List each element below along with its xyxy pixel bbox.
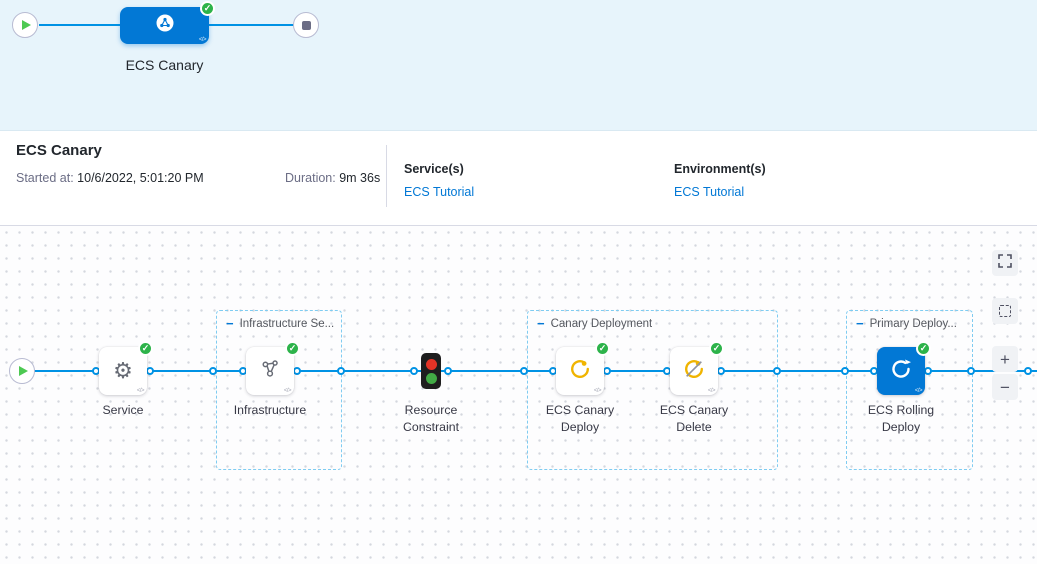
step-node-ecs-canary-deploy[interactable]: ✓ </> (556, 341, 610, 395)
code-icon: </> (283, 388, 292, 394)
zoom-in-button[interactable]: + (992, 346, 1018, 372)
started-at-value: 10/6/2022, 5:01:20 PM (77, 171, 204, 185)
step-node-ecs-canary-delete[interactable]: ✓ </> (670, 341, 724, 395)
pipeline-start-node[interactable] (12, 12, 38, 38)
canary-icon (569, 358, 591, 385)
collapse-icon[interactable]: − (226, 318, 234, 330)
collapse-icon[interactable]: − (537, 318, 545, 330)
step-node-ecs-rolling-deploy[interactable]: ✓ </> (877, 341, 931, 395)
connector-port (444, 367, 452, 375)
code-icon: </> (707, 388, 716, 394)
step-label: ECS Canary Deploy (545, 403, 615, 434)
environments-link[interactable]: ECS Tutorial (674, 185, 745, 199)
check-icon: ✓ (138, 341, 153, 356)
connector-port (410, 367, 418, 375)
group-infrastructure: − Infrastructure Se... (216, 310, 342, 470)
connector-port (293, 367, 301, 375)
connector-port (520, 367, 528, 375)
duration-label: Duration: (285, 171, 336, 185)
group-title-row: − Canary Deployment (537, 318, 652, 330)
duration-value: 9m 36s (339, 171, 381, 185)
play-icon (22, 20, 31, 30)
stage-node-ecs-canary[interactable]: ✓ </> (120, 1, 215, 44)
started-at-label: Started at: (16, 171, 74, 185)
connector-port (717, 367, 725, 375)
step-node-resource-constraint[interactable] (421, 353, 441, 389)
canary-delete-icon (683, 358, 705, 385)
step-label: Resource Constraint (402, 403, 460, 434)
code-icon: </> (914, 388, 923, 394)
group-primary-deployment: − Primary Deploy... (846, 310, 973, 470)
step-node-infrastructure[interactable]: ✓ </> (246, 341, 300, 395)
flow-line (34, 370, 1037, 372)
code-icon: </> (593, 388, 602, 394)
check-icon: ✓ (709, 341, 724, 356)
stage-minimap: ✓ </> ECS Canary (0, 0, 1037, 131)
execution-summary-bar: ECS Canary Started at: 10/6/2022, 5:01:2… (0, 131, 1037, 226)
services-link[interactable]: ECS Tutorial (404, 185, 475, 199)
check-icon: ✓ (595, 341, 610, 356)
infrastructure-icon (259, 358, 281, 385)
ecs-service-icon (155, 13, 175, 38)
group-canary-deployment: − Canary Deployment (527, 310, 778, 470)
check-icon: ✓ (916, 341, 931, 356)
zoom-in-icon: + (1000, 349, 1010, 369)
stage-label: ECS Canary (125, 57, 204, 73)
step-label: Infrastructure (233, 403, 307, 417)
duration: Duration: 9m 36s (285, 171, 380, 185)
minimap-connector-line (209, 24, 294, 26)
minimap-connector-line (39, 24, 120, 26)
divider (386, 145, 387, 207)
step-label: ECS Canary Delete (659, 403, 729, 434)
traffic-light-red-icon (425, 358, 437, 370)
connector-port (603, 367, 611, 375)
gear-icon: ⚙ (113, 358, 133, 383)
step-label: ECS Rolling Deploy (867, 403, 935, 434)
group-title: Canary Deployment (550, 318, 653, 330)
zoom-out-button[interactable]: − (992, 374, 1018, 400)
collapse-icon[interactable]: − (856, 318, 864, 330)
connector-port (841, 367, 849, 375)
traffic-light-green-icon (425, 372, 437, 384)
environments-block: Environment(s) ECS Tutorial (674, 160, 766, 199)
rolling-deploy-icon (889, 357, 913, 386)
selection-icon (999, 305, 1011, 317)
group-title-row: − Infrastructure Se... (226, 318, 334, 330)
connector-port (1024, 367, 1032, 375)
group-title: Primary Deploy... (869, 318, 957, 330)
pipeline-end-node[interactable] (293, 12, 319, 38)
check-icon: ✓ (285, 341, 300, 356)
started-at: Started at: 10/6/2022, 5:01:20 PM (16, 171, 204, 185)
selection-button[interactable] (992, 298, 1018, 324)
code-icon: </> (136, 388, 145, 394)
connector-port (924, 367, 932, 375)
zoom-out-icon: − (1000, 377, 1010, 397)
connector-port (209, 367, 217, 375)
services-label: Service(s) (404, 162, 464, 176)
check-icon: ✓ (200, 1, 215, 16)
fullscreen-icon (998, 253, 1012, 273)
pipeline-canvas[interactable]: − Infrastructure Se... − Canary Deployme… (0, 226, 1037, 564)
fullscreen-button[interactable] (992, 250, 1018, 276)
step-label: Service (102, 403, 144, 417)
group-title-row: − Primary Deploy... (856, 318, 957, 330)
connector-port (773, 367, 781, 375)
services-block: Service(s) ECS Tutorial (404, 160, 474, 199)
environments-label: Environment(s) (674, 162, 766, 176)
play-icon (19, 366, 28, 376)
step-node-service[interactable]: ⚙ ✓ </> (99, 341, 153, 395)
page-title: ECS Canary (16, 142, 102, 159)
connector-port (967, 367, 975, 375)
stop-icon (301, 20, 311, 30)
connector-port (146, 367, 154, 375)
connector-port (337, 367, 345, 375)
group-title: Infrastructure Se... (239, 318, 334, 330)
code-icon: </> (198, 37, 207, 43)
graph-start-node[interactable] (9, 358, 35, 384)
